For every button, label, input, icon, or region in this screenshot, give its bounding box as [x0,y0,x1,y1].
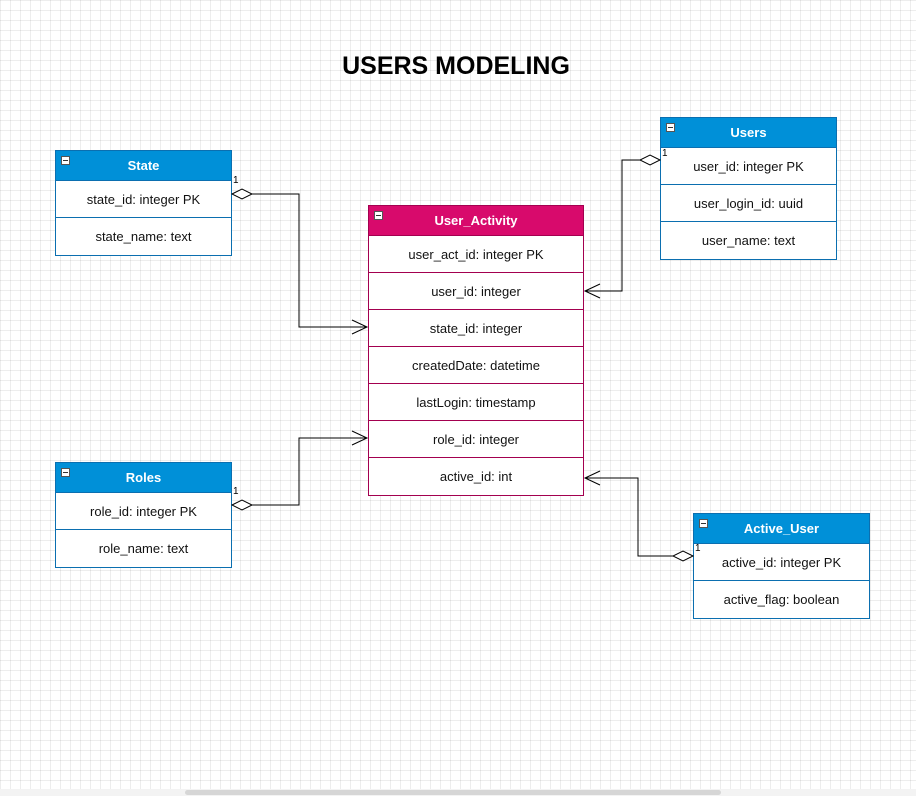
entity-field[interactable]: user_id: integer PK [661,148,836,185]
entity-field[interactable]: role_name: text [56,530,231,567]
entity-name: Roles [125,470,162,485]
relation-roles[interactable] [252,437,366,506]
open-arrow-icon [351,430,369,446]
aggregation-diamond-icon [230,499,254,511]
relation-state[interactable] [252,193,366,328]
entity-name: Active_User [743,521,820,536]
entity-field[interactable]: state_name: text [56,218,231,255]
collapse-icon[interactable] [666,123,675,132]
collapse-icon[interactable] [61,156,70,165]
entity-header[interactable]: User_Activity [369,206,583,236]
entity-field[interactable]: user_login_id: uuid [661,185,836,222]
entity-header[interactable]: Roles [56,463,231,493]
entity-field[interactable]: user_act_id: integer PK [369,236,583,273]
entity-state[interactable]: State state_id: integer PK state_name: t… [55,150,232,256]
entity-active-user[interactable]: Active_User active_id: integer PK active… [693,513,870,619]
entity-field[interactable]: user_id: integer [369,273,583,310]
entity-header[interactable]: State [56,151,231,181]
relation-active-user[interactable] [586,477,673,557]
entity-field[interactable]: state_id: integer PK [56,181,231,218]
entity-users[interactable]: Users user_id: integer PK user_login_id:… [660,117,837,260]
diagram-title: USERS MODELING [342,52,570,80]
entity-header[interactable]: Active_User [694,514,869,544]
entity-header[interactable]: Users [661,118,836,148]
multiplicity-label: 1 [233,175,239,186]
multiplicity-label: 1 [233,486,239,497]
entity-field[interactable]: active_id: int [369,458,583,495]
entity-user-activity[interactable]: User_Activity user_act_id: integer PK us… [368,205,584,496]
collapse-icon[interactable] [374,211,383,220]
entity-name: State [127,158,160,173]
open-arrow-icon [351,319,369,335]
multiplicity-label: 1 [695,543,701,554]
aggregation-diamond-icon [671,550,695,562]
aggregation-diamond-icon [230,188,254,200]
entity-field[interactable]: createdDate: datetime [369,347,583,384]
aggregation-diamond-icon [638,154,662,166]
collapse-icon[interactable] [699,519,708,528]
entity-field[interactable]: active_flag: boolean [694,581,869,618]
scrollbar-thumb[interactable] [185,790,721,795]
entity-field[interactable]: user_name: text [661,222,836,259]
entity-field[interactable]: active_id: integer PK [694,544,869,581]
open-arrow-icon [583,470,601,486]
entity-field[interactable]: state_id: integer [369,310,583,347]
entity-roles[interactable]: Roles role_id: integer PK role_name: tex… [55,462,232,568]
entity-name: Users [730,125,767,140]
collapse-icon[interactable] [61,468,70,477]
entity-field[interactable]: role_id: integer [369,421,583,458]
open-arrow-icon [583,283,601,299]
entity-field[interactable]: role_id: integer PK [56,493,231,530]
entity-field[interactable]: lastLogin: timestamp [369,384,583,421]
relation-users[interactable] [586,159,640,292]
entity-name: User_Activity [434,213,518,228]
multiplicity-label: 1 [662,148,668,159]
